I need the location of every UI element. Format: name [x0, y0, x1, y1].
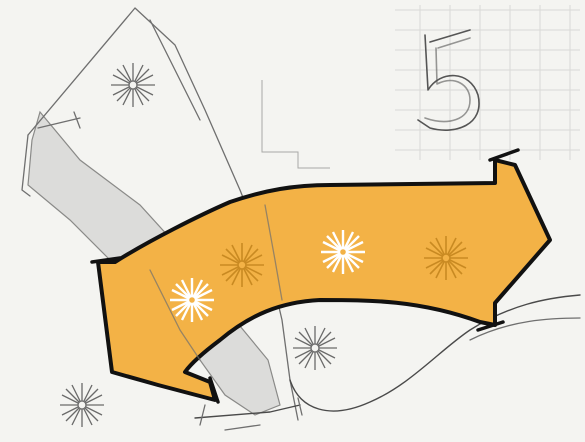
- asterisk-sparkle-icon: [424, 236, 468, 280]
- background-grid-texture: [395, 5, 580, 160]
- number-label: 5: [480, 19, 481, 21]
- movement-arrow: [98, 160, 550, 400]
- landform-inner-line: [150, 20, 200, 120]
- asterisk-sparkle-icon: [220, 243, 264, 287]
- asterisk-sparkle-icon: [60, 383, 104, 427]
- landform-left-edge: [22, 135, 30, 196]
- asterisk-sparkle-icon: [170, 278, 214, 322]
- asterisk-sparkle-icon: [321, 230, 365, 274]
- contour-curve: [290, 295, 580, 411]
- asterisk-sparkle-icon: [111, 63, 155, 107]
- asterisk-sparkle-icon: [293, 326, 337, 370]
- step-lines: [262, 80, 330, 168]
- arrowhead-tick-right-top: [490, 150, 518, 160]
